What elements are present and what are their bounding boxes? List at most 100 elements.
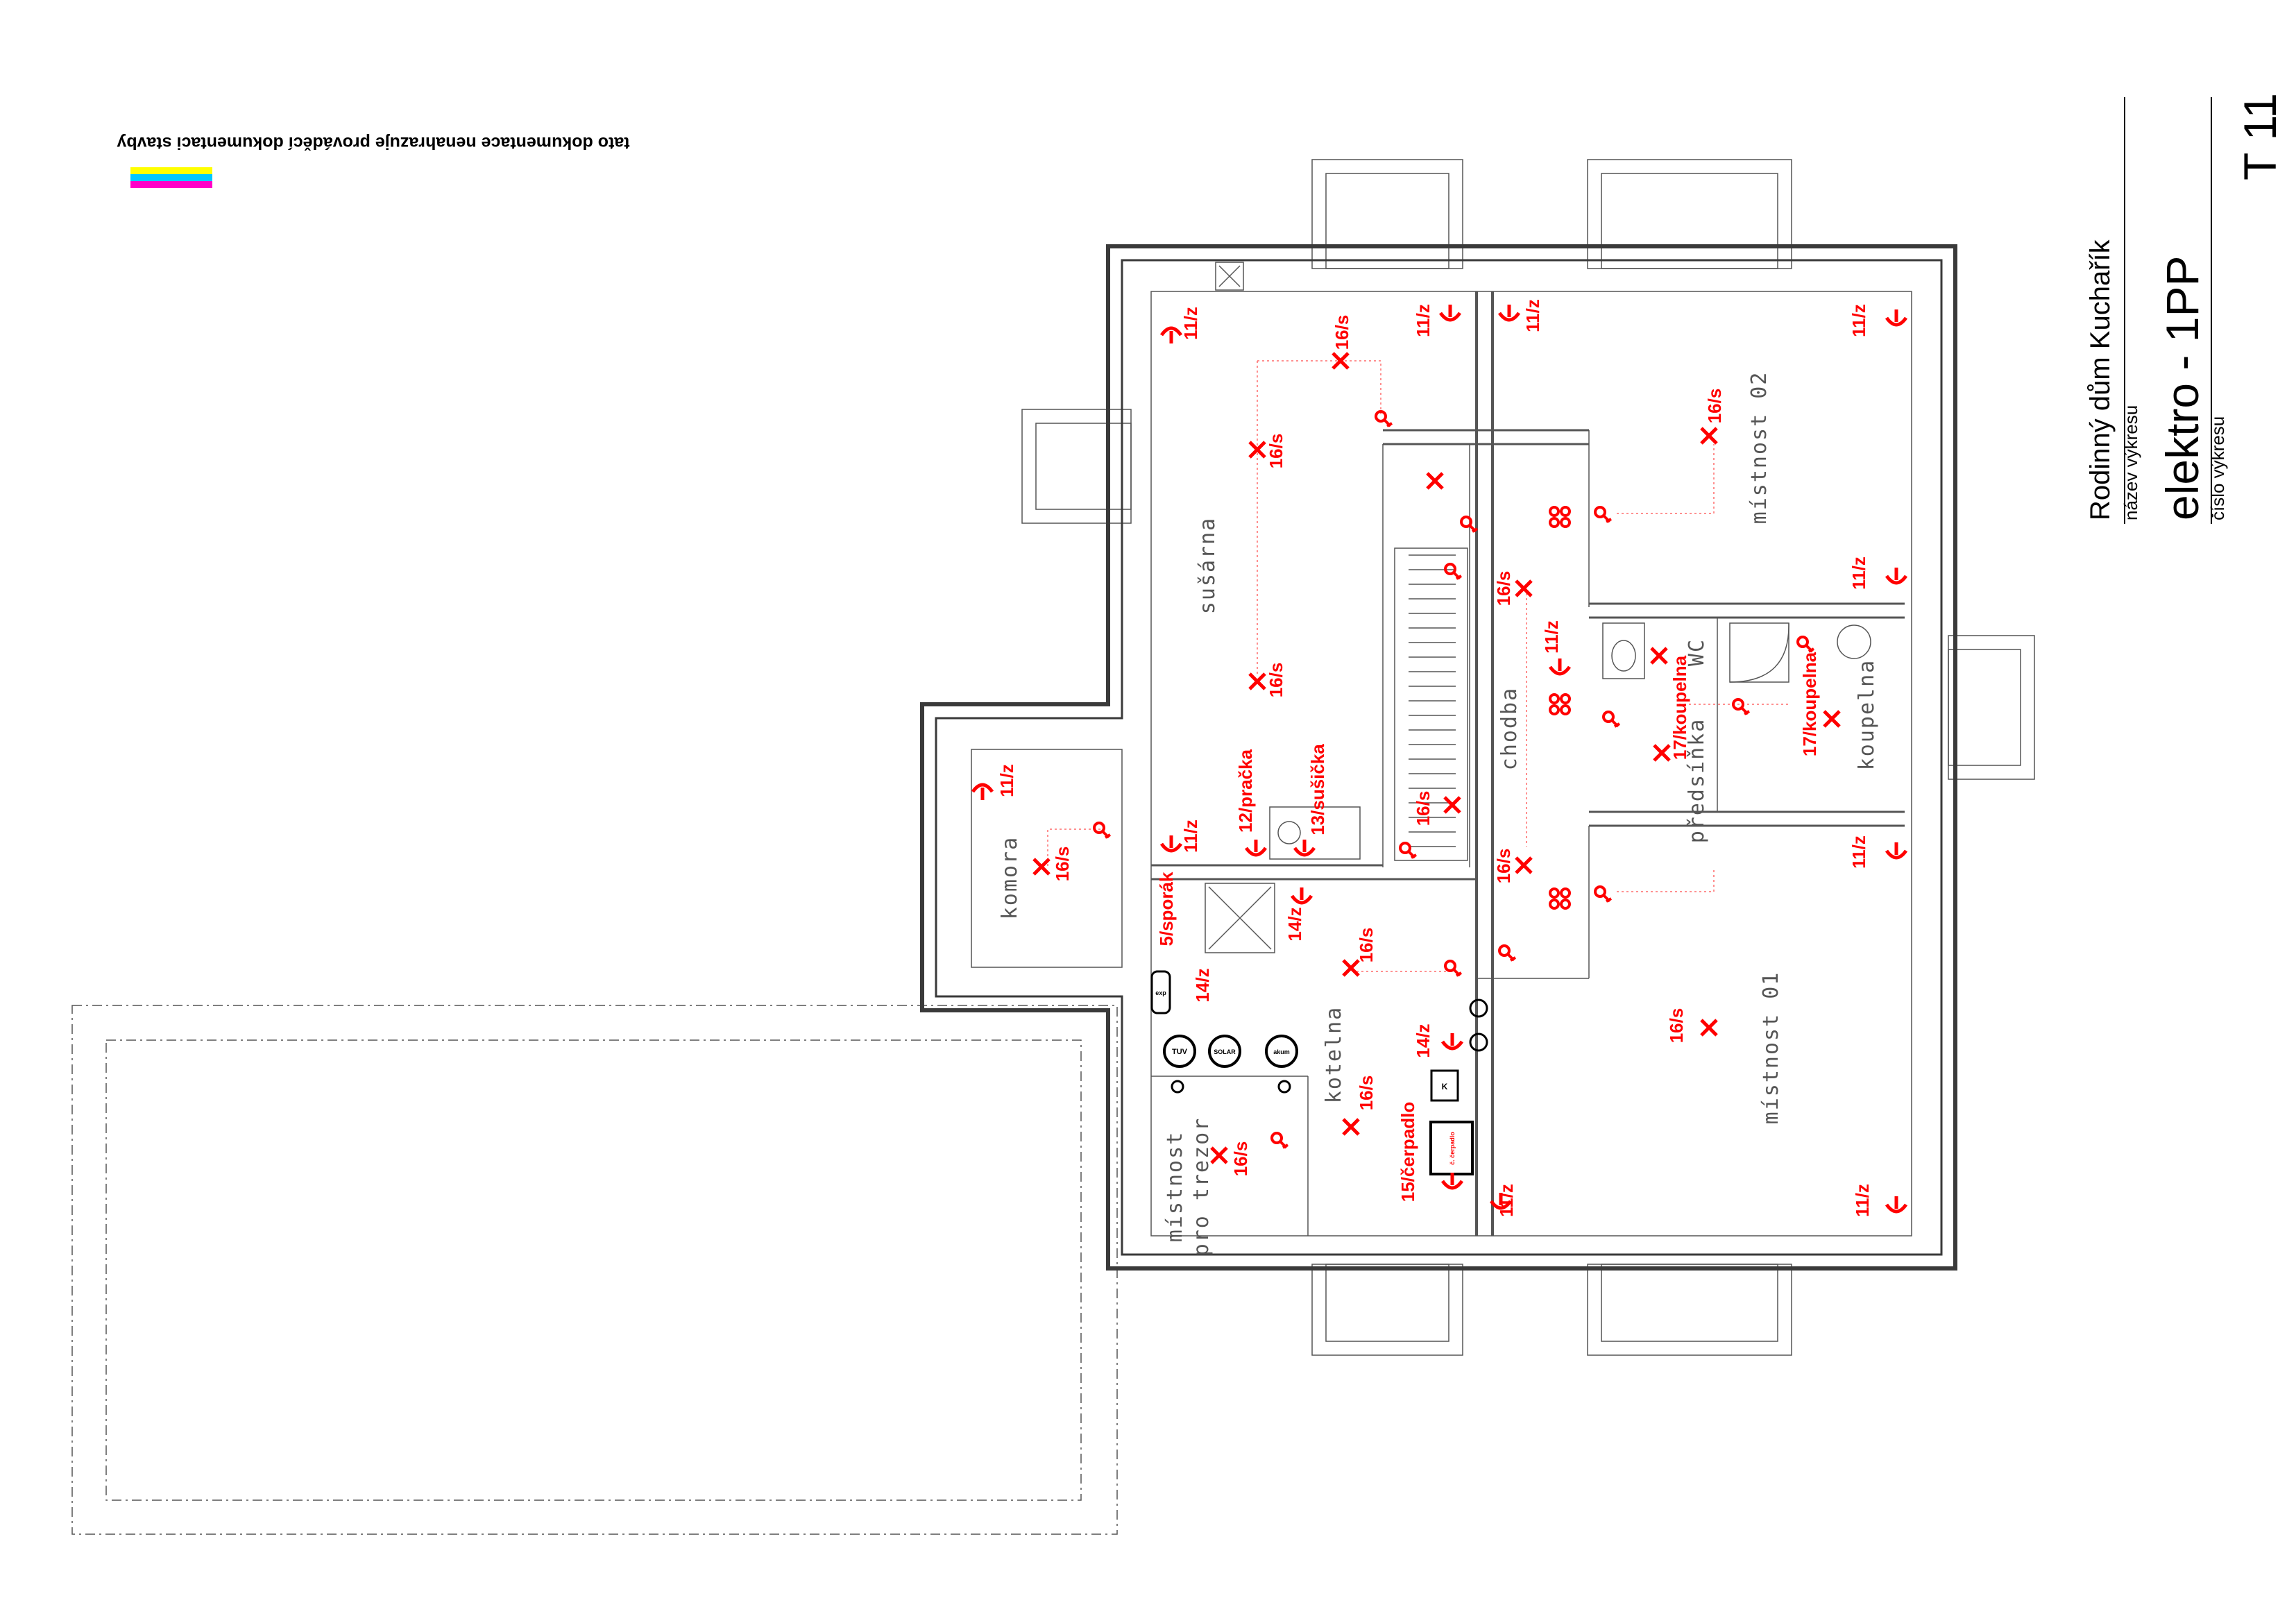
double-switch-icon [1549, 506, 1571, 528]
room-mistnost-01: místnost 01 [1759, 971, 1783, 1125]
circuit-label: 16/s [1266, 663, 1286, 698]
circuit-label: 11/z [1413, 304, 1434, 337]
outer-walls [920, 244, 1957, 1271]
room-predsinka: předsíňka [1685, 718, 1709, 844]
drawing-name-label: název výkresu [2120, 405, 2141, 520]
circuit-label: 16/s [1666, 1008, 1687, 1044]
circuit-label: 16/s [1230, 1141, 1251, 1177]
circuit-label: 16/s [1356, 928, 1377, 963]
double-switch-icon [1549, 887, 1571, 910]
socket-icon [1162, 835, 1181, 851]
circuit-label: 11/z [1848, 304, 1869, 337]
circuit-label: 14/z [1413, 1023, 1434, 1057]
socket-icon [1292, 887, 1311, 903]
socket-icon [1162, 328, 1181, 343]
light-icon [1211, 1148, 1227, 1163]
circuit-label: 5/sporák [1156, 872, 1177, 946]
socket-icon [973, 785, 992, 800]
color-bar-yellow [130, 167, 212, 174]
circuit-label: 11/z [996, 764, 1017, 797]
title-block: Rodinný dům Kuchařík název výkresu elekt… [2085, 93, 2286, 524]
light-icon [1445, 797, 1460, 813]
room-komora: komora [998, 836, 1022, 919]
pump-label: č. čerpadlo [1449, 1132, 1456, 1165]
socket-icon [1887, 1196, 1906, 1212]
switch-icon [1444, 960, 1463, 977]
staircase [1394, 547, 1468, 861]
room-trezor-line1: místnost [1163, 1131, 1187, 1243]
light-icon [1516, 581, 1531, 596]
solar-label: SOLAR [1214, 1048, 1236, 1055]
circuit-label: 11/z [1180, 307, 1201, 340]
socket-icon [1887, 309, 1906, 325]
circuit-label: 15/čerpadlo [1397, 1102, 1418, 1203]
project-title: Rodinný dům Kuchařík [2085, 239, 2116, 520]
light-icon [1034, 859, 1049, 874]
socket-icon [1440, 305, 1460, 320]
circuit-label: 16/s [1332, 315, 1352, 350]
drawing-number: T 11 [2234, 93, 2286, 180]
circuit-label: 11/z [1541, 620, 1562, 654]
switch-icon [1594, 506, 1613, 523]
switch-icon [1732, 698, 1751, 715]
light-icon [1654, 745, 1669, 760]
circuit-label: 16/s [1356, 1076, 1377, 1111]
light-icon [1651, 648, 1667, 663]
terrace-outline [71, 1005, 1118, 1535]
light-icon [1701, 428, 1717, 443]
room-chodba: chodba [1497, 687, 1522, 770]
circuit-labels: 11/z 16/s 11/z 11/z 11/z 16/s 16/s 11/z … [996, 299, 1873, 1217]
circuit-label: 11/z [1522, 299, 1543, 332]
circuit-label: 11/z [1848, 556, 1869, 590]
circuit-label: 16/s [1266, 434, 1286, 469]
circuit-label: 14/z [1192, 968, 1213, 1002]
circuit-label: 11/z [1848, 835, 1869, 869]
documentation-note: tato dokumentace nenahrazuje prováděcí d… [117, 133, 629, 153]
room-wc: WC [1685, 638, 1709, 666]
switch-icon [1602, 711, 1621, 728]
circuit-label: 16/s [1413, 791, 1434, 826]
tuv-label: TUV [1172, 1048, 1188, 1056]
boiler-equipment: exp TUV SOLAR akum K č. čerpadlo [1150, 970, 1488, 1175]
color-bar-cyan [130, 174, 212, 181]
switch-icon [1270, 1132, 1289, 1149]
light-icon [1250, 674, 1265, 689]
drawing-name: elektro - 1PP [2157, 256, 2208, 521]
circuit-label: 11/z [1496, 1184, 1517, 1217]
socket-icon [1887, 842, 1906, 858]
circuit-label: 13/sušička [1307, 744, 1328, 835]
circuit-label: 14/z [1284, 907, 1305, 941]
drawing-number-label: číslo výkresu [2207, 416, 2228, 520]
socket-icon [1887, 568, 1906, 583]
switch-icon [1796, 636, 1815, 653]
circuit-label: 16/s [1052, 847, 1073, 882]
k-label: K [1442, 1082, 1448, 1091]
color-calibration-bars [130, 167, 212, 188]
room-mistnost-02: místnost 02 [1747, 371, 1771, 525]
fixtures [1205, 262, 1871, 953]
circuit-label: 17/koupelna [1799, 652, 1820, 756]
circuit-label: 17/koupelna [1669, 655, 1690, 760]
room-koupelna: koupelna [1855, 659, 1879, 771]
light-icon [1516, 858, 1531, 873]
light-icon [1824, 711, 1839, 726]
circuit-label: 16/s [1493, 571, 1514, 606]
expansion-tank-label: exp [1155, 989, 1166, 996]
light-outlets [1034, 353, 1839, 1163]
akum-label: akum [1273, 1048, 1290, 1055]
room-kotelna: kotelna [1322, 1006, 1346, 1103]
room-trezor-line2: pro trezor [1189, 1117, 1214, 1257]
switch-icon [1444, 563, 1463, 580]
circuit-label: 16/s [1704, 389, 1725, 424]
room-susarna: sušárna [1196, 517, 1220, 614]
color-bar-magenta [130, 181, 212, 188]
window-wells [1021, 159, 2035, 1356]
socket-icon [1499, 305, 1519, 320]
switch-icon [1399, 842, 1418, 859]
switch-icon [1375, 410, 1393, 427]
socket-icon [1550, 658, 1570, 674]
light-icon [1427, 473, 1443, 488]
switch-icon [1093, 822, 1112, 839]
light-icon [1701, 1020, 1717, 1035]
socket-icon [1295, 840, 1314, 855]
